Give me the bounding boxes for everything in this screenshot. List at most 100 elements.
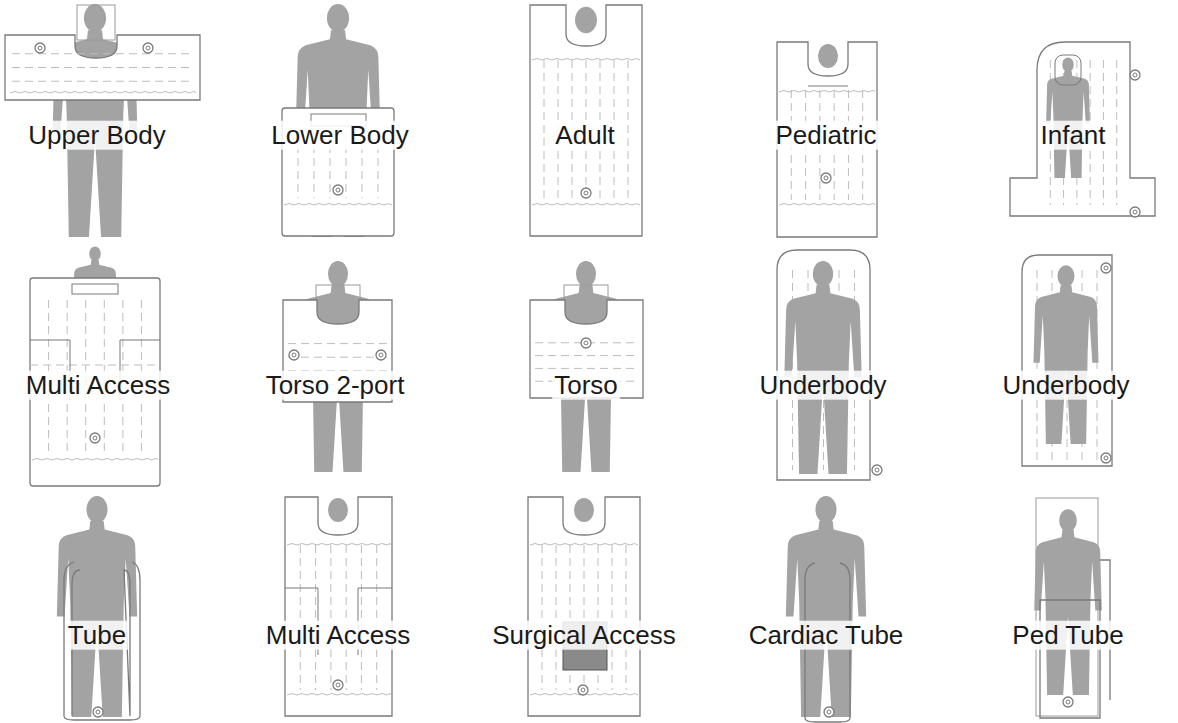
head — [574, 498, 594, 522]
head-frame — [1055, 55, 1081, 85]
air-channel — [628, 60, 629, 200]
hose-port — [872, 465, 882, 475]
hose-port — [578, 685, 588, 695]
hose-port — [581, 188, 591, 198]
air-channel — [376, 545, 377, 690]
blanket-outline — [1022, 255, 1112, 466]
blanket-outline — [1010, 42, 1155, 216]
hose-port — [93, 707, 103, 717]
hose-port — [1130, 207, 1140, 217]
person-silhouette — [57, 496, 137, 717]
seam-line — [284, 204, 392, 206]
blanket-label: Cardiac Tube — [747, 621, 906, 650]
hose-port-core — [379, 353, 383, 357]
blanket-label: Torso — [552, 371, 620, 400]
hose-port-core — [1133, 73, 1137, 77]
person-silhouette — [1046, 57, 1090, 178]
blanket-label: Adult — [553, 121, 616, 150]
head — [576, 261, 596, 287]
hose-port — [581, 338, 591, 348]
hose-port — [821, 173, 831, 183]
blanket-outline — [528, 497, 640, 716]
head-frame — [77, 5, 115, 40]
air-channel — [12, 67, 192, 68]
hose-port — [333, 185, 343, 195]
blanket-label: Infant — [1038, 121, 1107, 150]
hose-port-core — [38, 46, 42, 50]
hose-port — [143, 43, 153, 53]
hose-port — [35, 43, 45, 53]
hose-port — [333, 680, 343, 690]
air-channel — [12, 81, 192, 82]
tube-outline — [64, 562, 140, 720]
hose-port-core — [1066, 700, 1070, 704]
air-channel — [556, 545, 557, 690]
air-channel — [626, 545, 627, 690]
blanket-label: Lower Body — [269, 121, 410, 150]
air-channel — [612, 545, 613, 690]
hose-port-core — [336, 188, 340, 192]
hose-port — [1130, 70, 1140, 80]
head — [328, 261, 348, 287]
blanket-label: Underbody — [757, 371, 888, 400]
blanket-outline — [530, 5, 642, 236]
blanket-label: Tube — [66, 621, 128, 650]
hose-port-core — [336, 683, 340, 687]
blanket-label: Underbody — [1000, 371, 1131, 400]
air-channel — [30, 365, 160, 366]
hose-port — [1101, 263, 1111, 273]
air-channel — [288, 357, 388, 358]
air-channel — [544, 60, 545, 200]
seam-line — [287, 694, 391, 696]
person-silhouette — [784, 261, 861, 474]
air-channel — [542, 545, 543, 690]
hose-port-core — [827, 710, 831, 714]
air-channel — [535, 368, 638, 369]
head — [89, 246, 100, 261]
seam-line — [32, 459, 158, 461]
hose-port — [1101, 453, 1111, 463]
seam-line — [779, 204, 875, 206]
hose-port-core — [1133, 210, 1137, 214]
head — [575, 7, 597, 33]
hose-port-core — [824, 176, 828, 180]
blanket-label: Ped Tube — [1010, 621, 1125, 650]
head — [815, 496, 836, 523]
hose-port-core — [146, 46, 150, 50]
blanket-label: Pediatric — [773, 121, 878, 150]
head — [818, 44, 838, 68]
blanket-label: Multi Access — [264, 621, 413, 650]
person-silhouette — [1034, 509, 1102, 695]
air-channel — [330, 545, 331, 690]
hose-port — [376, 350, 386, 360]
body — [1034, 530, 1102, 695]
head — [84, 4, 106, 32]
air-channel — [288, 343, 388, 344]
air-channel — [1037, 270, 1038, 460]
head — [327, 4, 349, 32]
hose-port — [289, 350, 299, 360]
body — [1033, 285, 1098, 444]
head — [328, 498, 348, 522]
head — [813, 261, 833, 287]
seam-line — [532, 59, 640, 61]
seam-line — [530, 544, 638, 546]
hose-port — [90, 433, 100, 443]
air-channel — [300, 545, 301, 690]
hose-port-core — [93, 436, 97, 440]
person-silhouette — [1033, 265, 1098, 444]
air-channel — [535, 355, 638, 356]
air-channel — [361, 545, 362, 690]
blanket-outline — [777, 250, 870, 480]
head — [1059, 509, 1077, 532]
hose-port-core — [584, 341, 588, 345]
seam-line — [779, 91, 875, 93]
body — [786, 521, 866, 717]
blanket-label: Multi Access — [24, 371, 173, 400]
hose-port-core — [1104, 266, 1108, 270]
hose-port-core — [875, 468, 879, 472]
blanket-outline — [285, 497, 392, 716]
air-channel — [346, 545, 347, 690]
